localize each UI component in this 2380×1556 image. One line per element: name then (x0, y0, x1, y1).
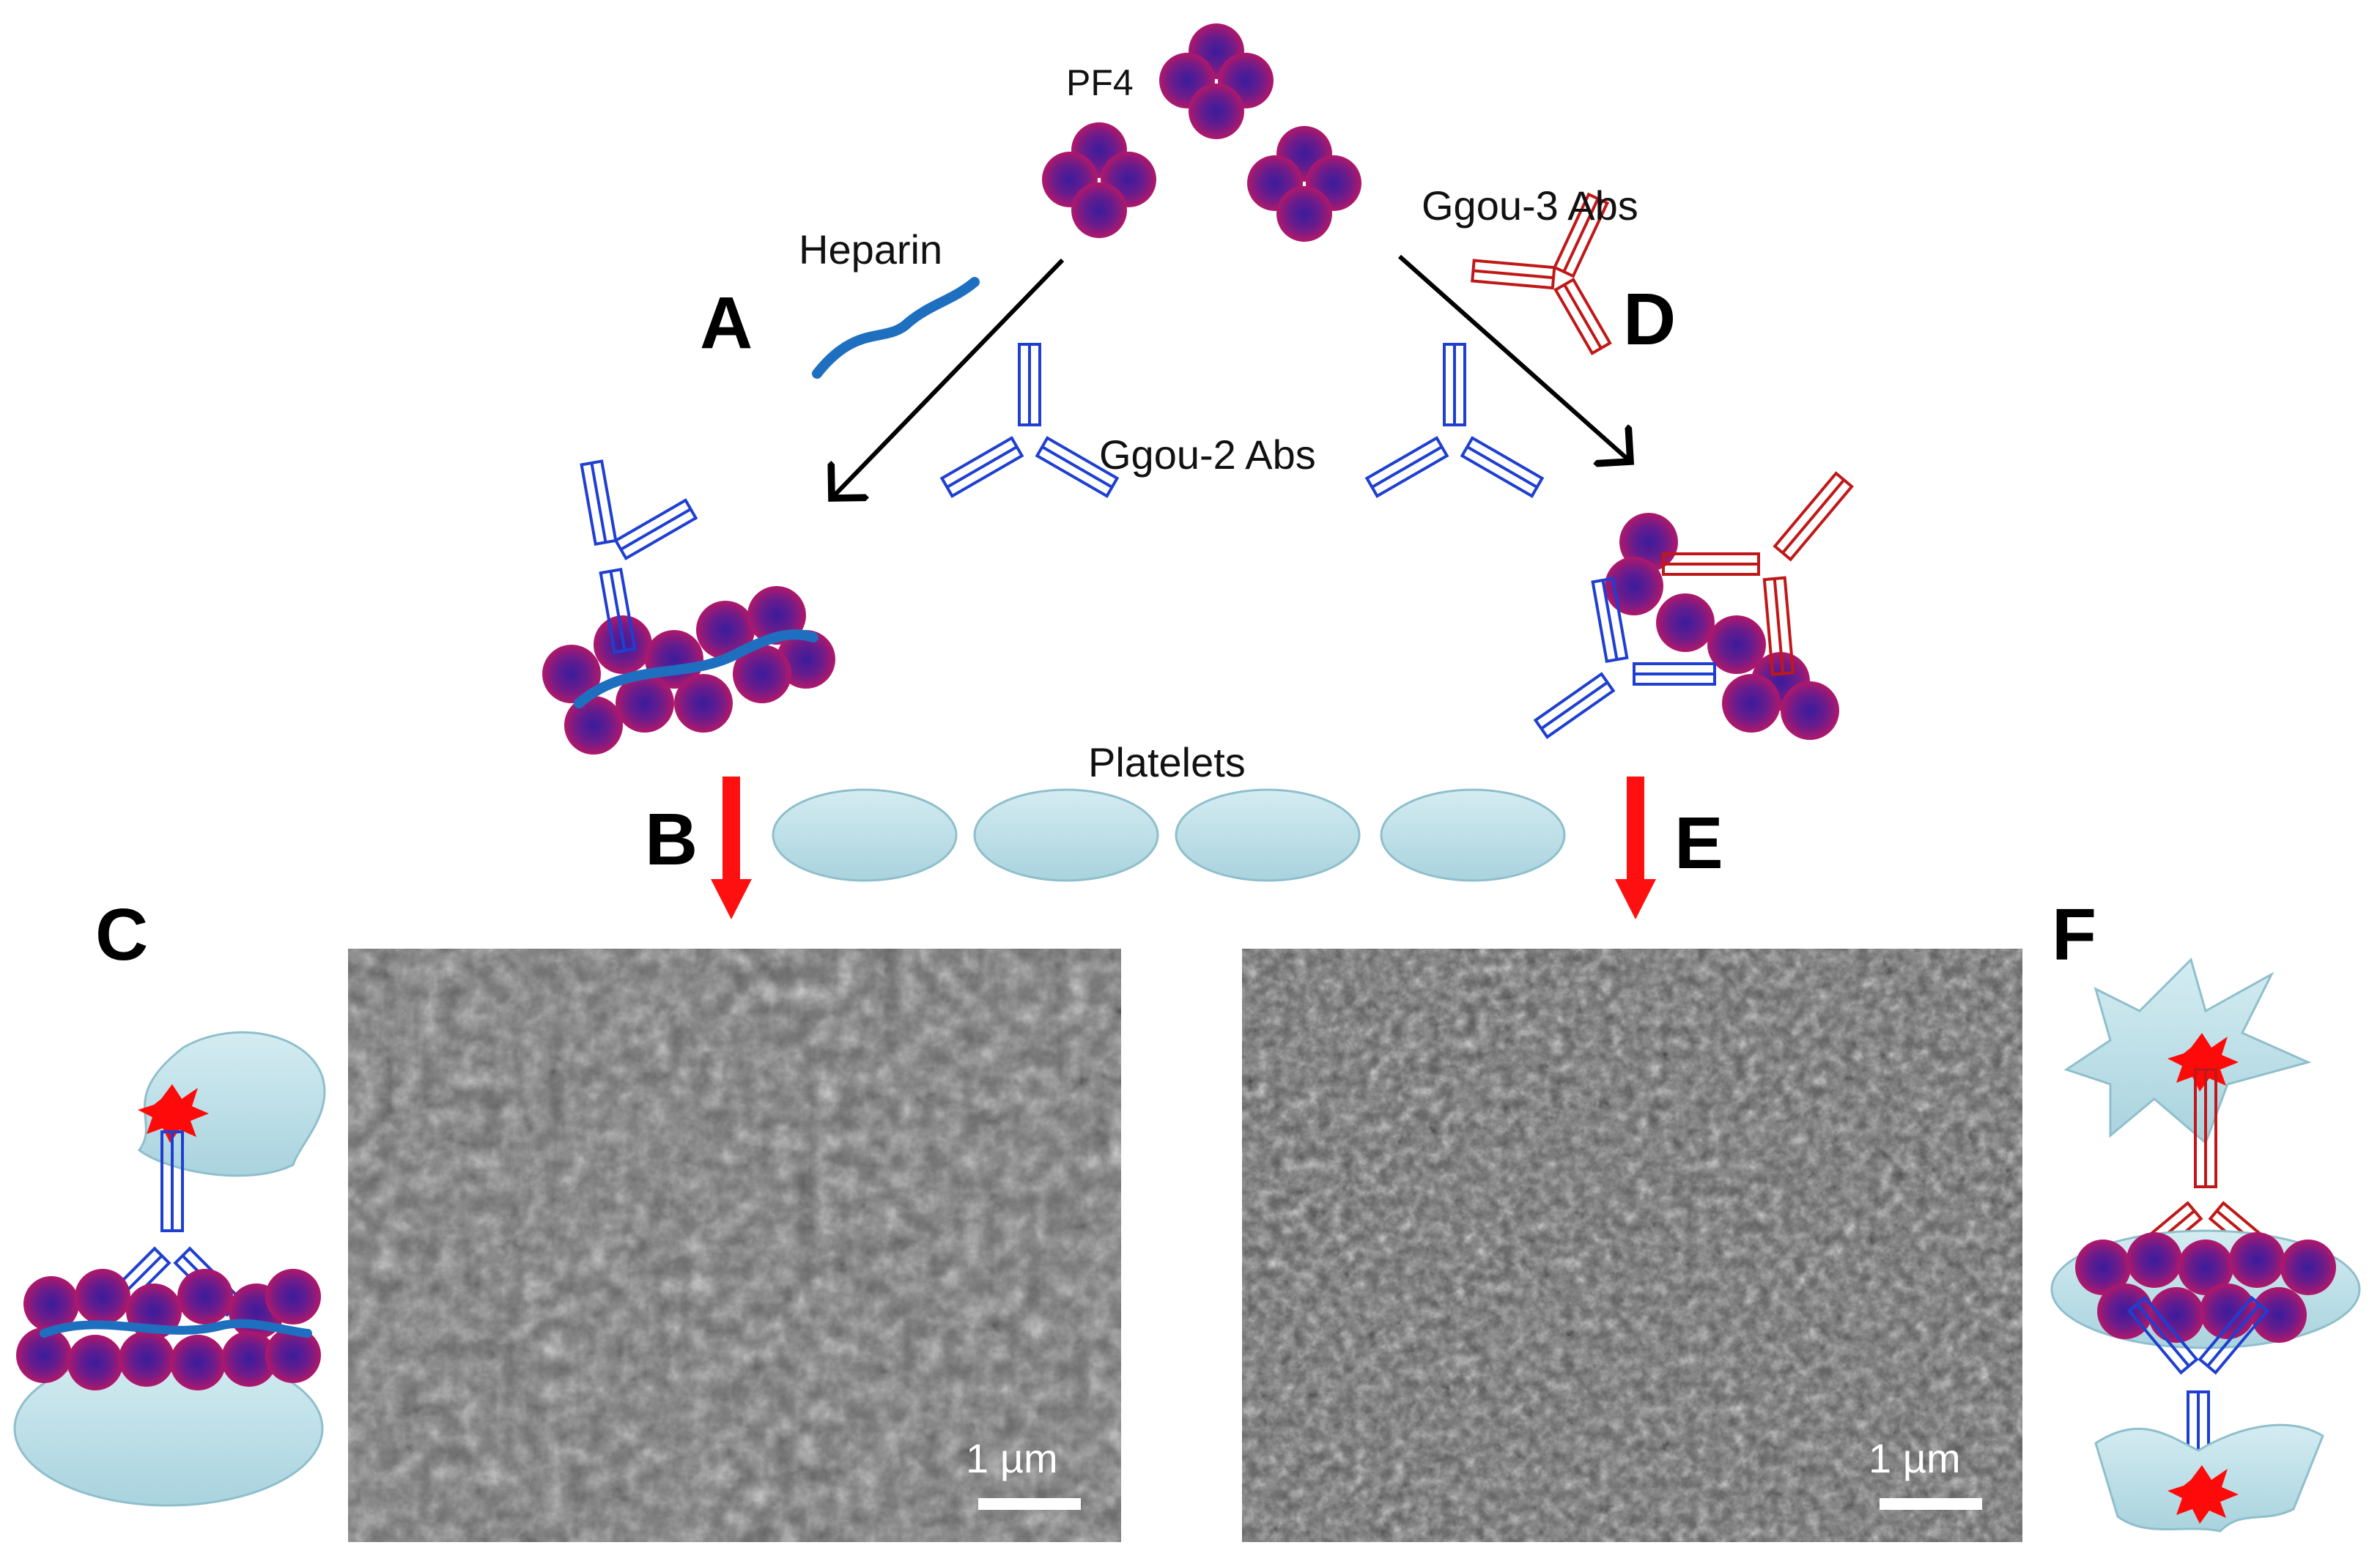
platelets-label: Platelets (1088, 739, 1246, 785)
pf4-label: PF4 (1066, 62, 1134, 103)
pf4-tetramer-icon (1247, 126, 1361, 242)
panel-c-illustration (13, 1031, 326, 1507)
ggou2-label: Ggou-2 Abs (1099, 431, 1316, 478)
panel-label-d: D (1623, 278, 1676, 360)
scale-label-right: 1 µm (1869, 1435, 1961, 1481)
pf4-ggou3-complex (1533, 471, 1854, 740)
pf4-heparin-complex (542, 459, 835, 755)
panel-f-illustration (2050, 957, 2361, 1533)
activation-spark-icon (2168, 1465, 2239, 1524)
platelet-row (772, 788, 1566, 882)
sem-micrograph-right: 1 µm (1242, 949, 2022, 1542)
scale-label-left: 1 µm (966, 1435, 1058, 1481)
pf4-tetramers (1042, 23, 1361, 242)
antibody-icon (1364, 343, 1545, 498)
ggou3-label: Ggou-3 Abs (1422, 182, 1638, 229)
antibody-icon (1471, 192, 1612, 355)
platelet-icon (1380, 788, 1566, 882)
activation-spark-icon (2168, 1033, 2239, 1092)
panel-label-b: B (645, 799, 698, 881)
panel-label-c: C (95, 894, 148, 976)
antibody-icon (939, 343, 1120, 498)
arrow-to-d (1398, 254, 1630, 462)
arrow-to-b (711, 777, 752, 919)
heparin-chain-icon (812, 277, 980, 379)
panel-label-a: A (700, 282, 753, 364)
arrow-to-a (832, 258, 1065, 498)
platelet-icon (1175, 788, 1361, 882)
platelet-icon (772, 788, 958, 882)
activation-spark-icon (138, 1084, 209, 1143)
pf4-tetramer-icon (1159, 23, 1274, 139)
panel-label-e: E (1674, 802, 1723, 884)
arrow-to-e (1615, 777, 1656, 919)
sem-micrograph-left: 1 µm (348, 949, 1121, 1542)
panel-label-f: F (2052, 894, 2096, 976)
heparin-label: Heparin (799, 226, 942, 273)
pf4-tetramer-icon (1042, 122, 1156, 238)
platelet-icon (973, 788, 1159, 882)
